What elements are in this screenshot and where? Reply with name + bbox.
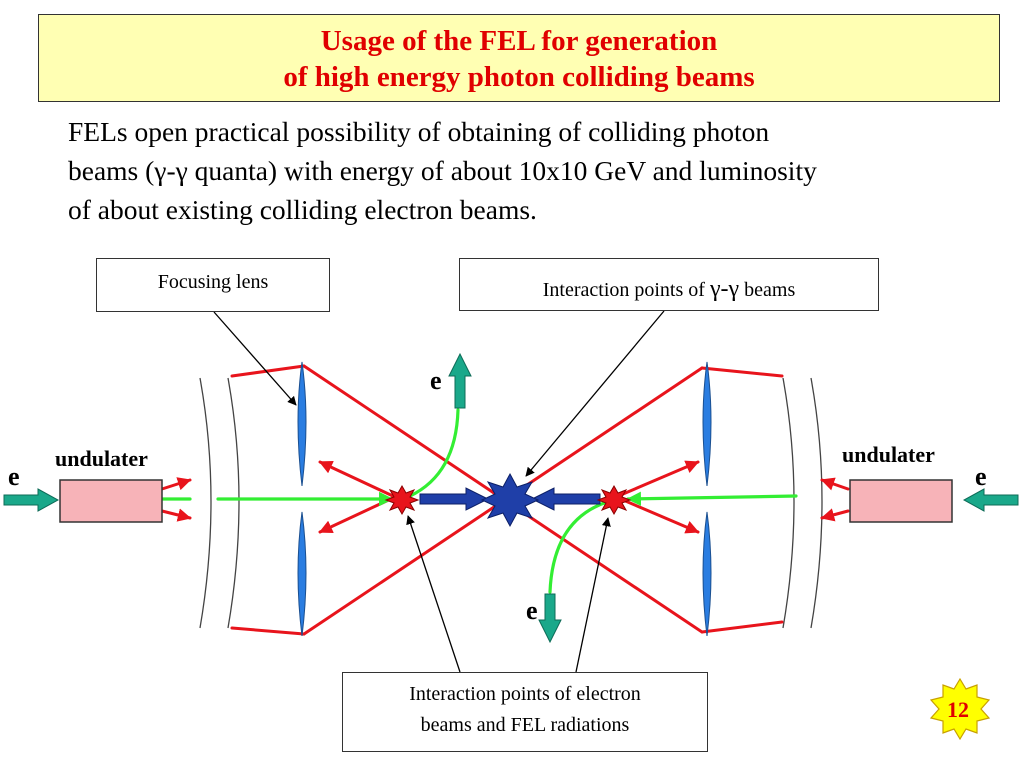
callout-pointers (213, 310, 665, 673)
lens-left-lower (297, 511, 307, 637)
intro-line-2: beams (γ-γ quanta) with energy of about … (68, 155, 817, 186)
burst-left (384, 484, 420, 516)
gamma-gamma-callout: Interaction points of γ-γ beams (459, 258, 879, 311)
electron-fel-line-1: Interaction points of electron (409, 683, 641, 705)
electron-out-down-arrow (538, 593, 562, 644)
lens-right-upper (702, 361, 712, 487)
undulator-right (849, 479, 953, 523)
laser-beams (160, 364, 850, 636)
electron-right-label: e (975, 462, 987, 491)
electron-out-up-arrow (448, 352, 472, 409)
intro-paragraph: FELs open practical possibility of obtai… (68, 112, 1018, 229)
gamma-collision-star (480, 472, 540, 528)
electron-bottom-label: e (526, 596, 538, 625)
page-number: 12 (947, 697, 969, 722)
undulator-left (59, 479, 163, 523)
electron-fel-callout: Interaction points of electron beams and… (342, 672, 708, 752)
burst-right (596, 484, 632, 516)
focusing-lens-callout: Focusing lens (96, 258, 330, 312)
title-line-2: of high energy photon colliding beams (283, 61, 755, 93)
title-line-1: Usage of the FEL for generation (320, 25, 718, 57)
left-mirror (199, 377, 240, 629)
electron-in-left-arrow (3, 488, 60, 512)
electron-in-right-arrow (962, 488, 1019, 512)
electron-arrows (3, 352, 1019, 644)
right-mirror (782, 377, 823, 629)
undulater-left-label: undulater (55, 446, 148, 471)
electron-beams (160, 408, 798, 594)
focusing-lens-text: Focusing lens (157, 271, 269, 293)
title-banner: Usage of the FEL for generation of high … (38, 14, 1000, 102)
interaction-bursts (384, 484, 632, 516)
lens-left-upper (297, 361, 307, 487)
intro-line-1: FELs open practical possibility of obtai… (68, 116, 770, 147)
electron-top-label: e (430, 366, 442, 395)
gamma-arrow-right (530, 487, 601, 511)
gamma-beams (419, 472, 601, 528)
intro-line-3: of about existing colliding electron bea… (68, 194, 537, 225)
focusing-lenses (297, 361, 712, 637)
undulater-right-label: undulater (842, 442, 935, 467)
page-number-badge (929, 677, 991, 741)
gamma-gamma-prefix: Interaction points of (542, 279, 710, 301)
lens-right-lower (702, 511, 712, 637)
electron-fel-line-2: beams and FEL radiations (420, 714, 630, 736)
gamma-gamma-symbol: γ-γ (709, 276, 740, 302)
gamma-gamma-suffix: beams (739, 279, 796, 301)
gamma-arrow-left (419, 487, 490, 511)
electron-left-label: e (8, 462, 20, 491)
